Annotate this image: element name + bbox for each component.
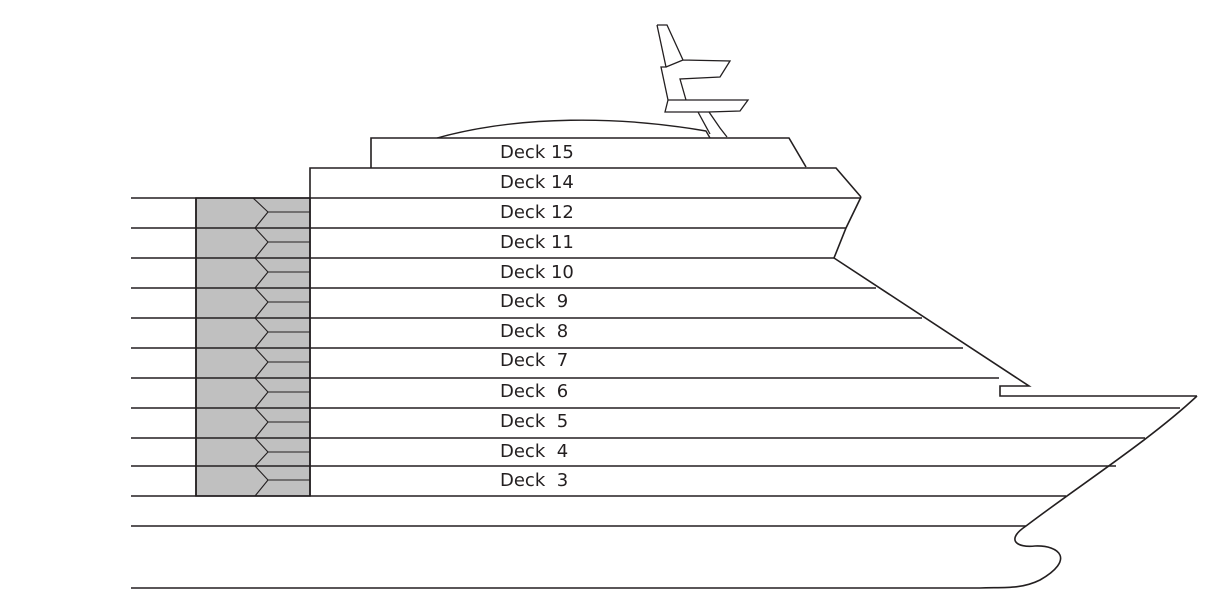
elevator-shaft [195,197,311,497]
deck-5-label[interactable]: Deck 5 [500,411,569,432]
deck-15-label[interactable]: Deck 15 [500,142,574,163]
deck-separators [131,227,1180,497]
deck-10-label[interactable]: Deck 10 [500,262,574,283]
elevator-left-edge [195,198,311,496]
deck-9-label[interactable]: Deck 9 [500,291,569,312]
deck-15-outline [370,137,807,168]
deck-14-label[interactable]: Deck 14 [500,172,574,193]
deck-11-label[interactable]: Deck 11 [500,232,574,253]
deck-3-label[interactable]: Deck 3 [500,470,569,491]
deck-6-label[interactable]: Deck 6 [500,381,569,402]
deck-7-label[interactable]: Deck 7 [500,350,569,371]
deck-8-label[interactable]: Deck 8 [500,321,569,342]
mast-structure [656,24,750,138]
hull-bow [131,395,1198,589]
bow-superstructure [833,196,1197,397]
deck-4-label[interactable]: Deck 4 [500,441,569,462]
deck-12-label[interactable]: Deck 12 [500,202,574,223]
top-dome [436,119,711,139]
deck-14-outline [309,167,862,198]
